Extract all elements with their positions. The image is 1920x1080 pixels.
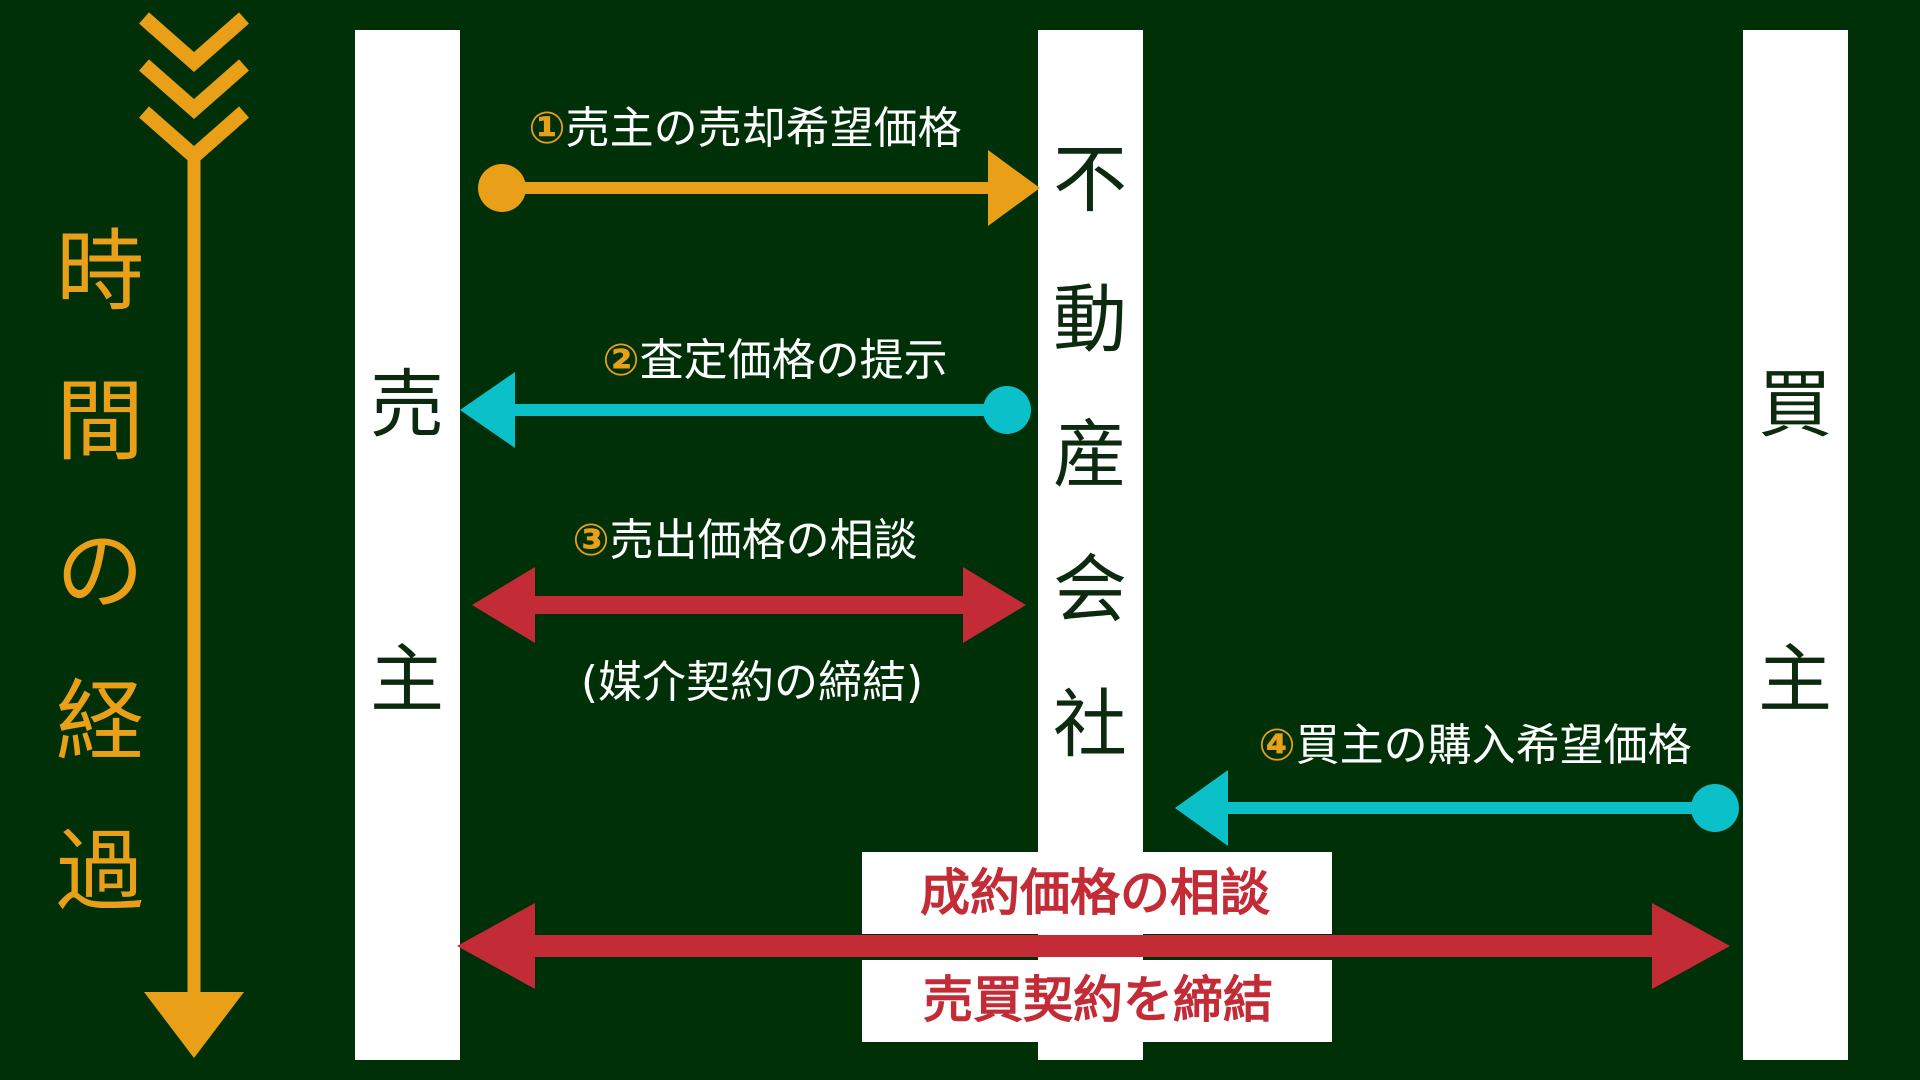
step-1-number: ① [528, 103, 565, 154]
arrow-left-icon [1175, 770, 1228, 846]
time-axis-label: 時 間 の 経 過 [56, 220, 144, 923]
agent-pillar: 不 動 産 会 社 [1038, 30, 1143, 1060]
agent-label-char: 動 [1053, 277, 1127, 363]
time-axis: 時 間 の 経 過 [56, 12, 249, 1058]
step-2-text: 査定価格の提示 [640, 335, 948, 386]
time-axis-char: の [56, 520, 144, 623]
step-4-label: ④買主の購入希望価格 [1258, 720, 1691, 771]
arrow-left-icon [472, 567, 535, 643]
time-axis-char: 時 [56, 220, 144, 323]
buyer-pillar: 買 主 [1743, 30, 1848, 1060]
seller-label-char: 主 [370, 637, 444, 723]
buyer-label-char: 買 [1758, 362, 1832, 448]
step-3-sublabel: (媒介契約の締結) [581, 657, 923, 708]
chevron-icon [139, 12, 249, 72]
arrow-left-icon [457, 903, 535, 989]
arrow-right-icon [988, 150, 1040, 226]
step-3: ③売出価格の相談 (媒介契約の締結) [472, 515, 1026, 708]
time-axis-char: 間 [56, 370, 144, 473]
deal-step: 成約価格の相談 売買契約を締結 [457, 852, 1730, 1042]
step-4-text: 買主の購入希望価格 [1296, 720, 1692, 771]
arrow-right-icon [963, 567, 1026, 643]
chevron-icon [139, 59, 249, 119]
agent-label-char: 不 [1053, 137, 1127, 223]
time-axis-char: 過 [56, 820, 144, 923]
step-1-label: ①売主の売却希望価格 [528, 103, 961, 154]
agent-label-char: 会 [1053, 547, 1127, 633]
step-3-number: ③ [572, 515, 609, 566]
step-4-number: ④ [1258, 720, 1295, 771]
step-2-label: ②査定価格の提示 [602, 335, 947, 386]
time-axis-char: 経 [56, 670, 144, 773]
agent-label-char: 社 [1053, 682, 1127, 768]
step-1-text: 売主の売却希望価格 [566, 103, 962, 154]
step-2-number: ② [602, 335, 639, 386]
agent-label-char: 産 [1053, 412, 1127, 498]
buyer-label-char: 主 [1758, 637, 1832, 723]
step-2: ②査定価格の提示 [460, 335, 1031, 448]
step-3-text: 売出価格の相談 [610, 515, 918, 566]
arrow-down-icon [144, 992, 244, 1058]
deal-label-line-2: 売買契約を締結 [923, 971, 1273, 1029]
seller-label-char: 売 [370, 362, 444, 448]
arrow-right-icon [1652, 903, 1730, 989]
step-4: ④買主の購入希望価格 [1175, 720, 1739, 846]
seller-pillar-bar [355, 30, 460, 1060]
step-3-label: ③売出価格の相談 [572, 515, 917, 566]
seller-pillar: 売 主 [355, 30, 460, 1060]
step-1: ①売主の売却希望価格 [478, 103, 1040, 226]
deal-label-line-1: 成約価格の相談 [920, 864, 1270, 922]
deal-label-box-top [862, 852, 1332, 934]
buyer-pillar-bar [1743, 30, 1848, 1060]
arrow-left-icon [460, 372, 515, 448]
deal-label-box-bottom [862, 960, 1332, 1042]
